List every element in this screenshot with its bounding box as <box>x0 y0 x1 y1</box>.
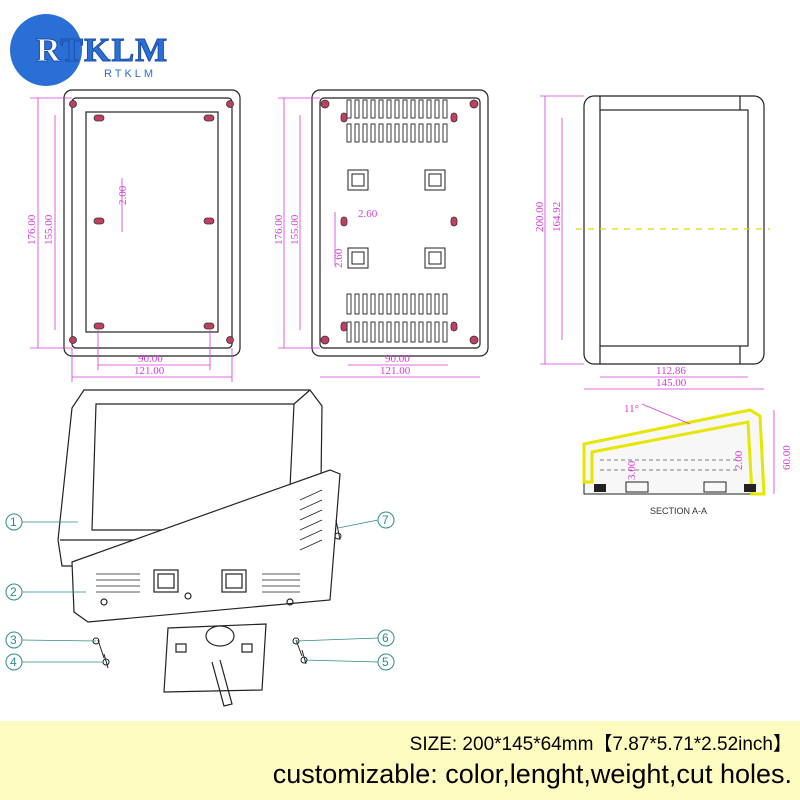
bottom-view-dimensions <box>278 97 480 378</box>
side-view <box>583 95 765 365</box>
callout-6: 6 <box>377 629 395 647</box>
top-view-dimensions <box>30 97 233 382</box>
callout-5: 5 <box>377 653 395 671</box>
top-hole-dim: 2.00 <box>117 185 129 205</box>
top-width-inner: 90.00 <box>138 353 163 365</box>
section-label: SECTION A-A <box>650 506 707 516</box>
bottom-height-outer: 176.00 <box>273 214 285 245</box>
top-view <box>63 89 241 357</box>
logo-circle <box>10 14 82 86</box>
section-angle: 11° <box>624 403 639 415</box>
side-width-outer: 145.00 <box>656 377 687 389</box>
section-h-mid: 2.00 <box>733 450 745 470</box>
size-spec: SIZE: 200*145*64mm【7.87*5.71*2.52inch】 <box>409 734 792 755</box>
section-h-total: 60.00 <box>781 445 793 470</box>
svg-text:1: 1 <box>10 515 17 529</box>
side-height-inner: 164.92 <box>551 202 563 232</box>
callout-leaders <box>21 519 379 663</box>
exploded-view <box>57 389 342 707</box>
side-height-outer: 200.00 <box>534 201 546 232</box>
customizable-note: customizable: color,lenght,weight,cut ho… <box>272 759 792 789</box>
svg-text:4: 4 <box>10 655 17 669</box>
footer-banner: SIZE: 200*145*64mm【7.87*5.71*2.52inch】 c… <box>0 721 800 800</box>
svg-text:6: 6 <box>382 631 389 645</box>
top-height-inner: 155.00 <box>43 214 55 245</box>
svg-text:3: 3 <box>10 633 17 647</box>
side-width-inner: 112.86 <box>656 365 686 377</box>
logo-subtext: RTKLM <box>104 68 157 80</box>
top-width-outer: 121.00 <box>134 365 165 377</box>
bottom-width-inner: 90.00 <box>385 353 410 365</box>
callout-4: 4 <box>5 653 23 671</box>
bottom-gap-a: 2.60 <box>358 208 378 220</box>
technical-drawing: 176.00 155.00 2.00 90.00 121.00 <box>5 89 793 707</box>
section-h-small: 3.00 <box>626 460 638 480</box>
callout-3: 3 <box>5 631 23 649</box>
logo-text: RTKLM <box>35 32 169 70</box>
svg-text:5: 5 <box>382 655 389 669</box>
callout-1: 1 <box>5 513 23 531</box>
bottom-view <box>311 89 489 357</box>
top-height-outer: 176.00 <box>26 214 38 245</box>
section-view <box>582 403 775 496</box>
bottom-width-outer: 121.00 <box>380 365 411 377</box>
bottom-gap-b: 2.60 <box>333 248 345 268</box>
svg-text:7: 7 <box>382 513 389 527</box>
side-view-dimensions <box>540 95 764 390</box>
brand-logo: RTKLM RTKLM <box>10 8 180 94</box>
callout-2: 2 <box>5 583 23 601</box>
callout-7: 7 <box>377 511 395 529</box>
svg-text:2: 2 <box>10 585 17 599</box>
bottom-height-inner: 155.00 <box>289 214 301 245</box>
